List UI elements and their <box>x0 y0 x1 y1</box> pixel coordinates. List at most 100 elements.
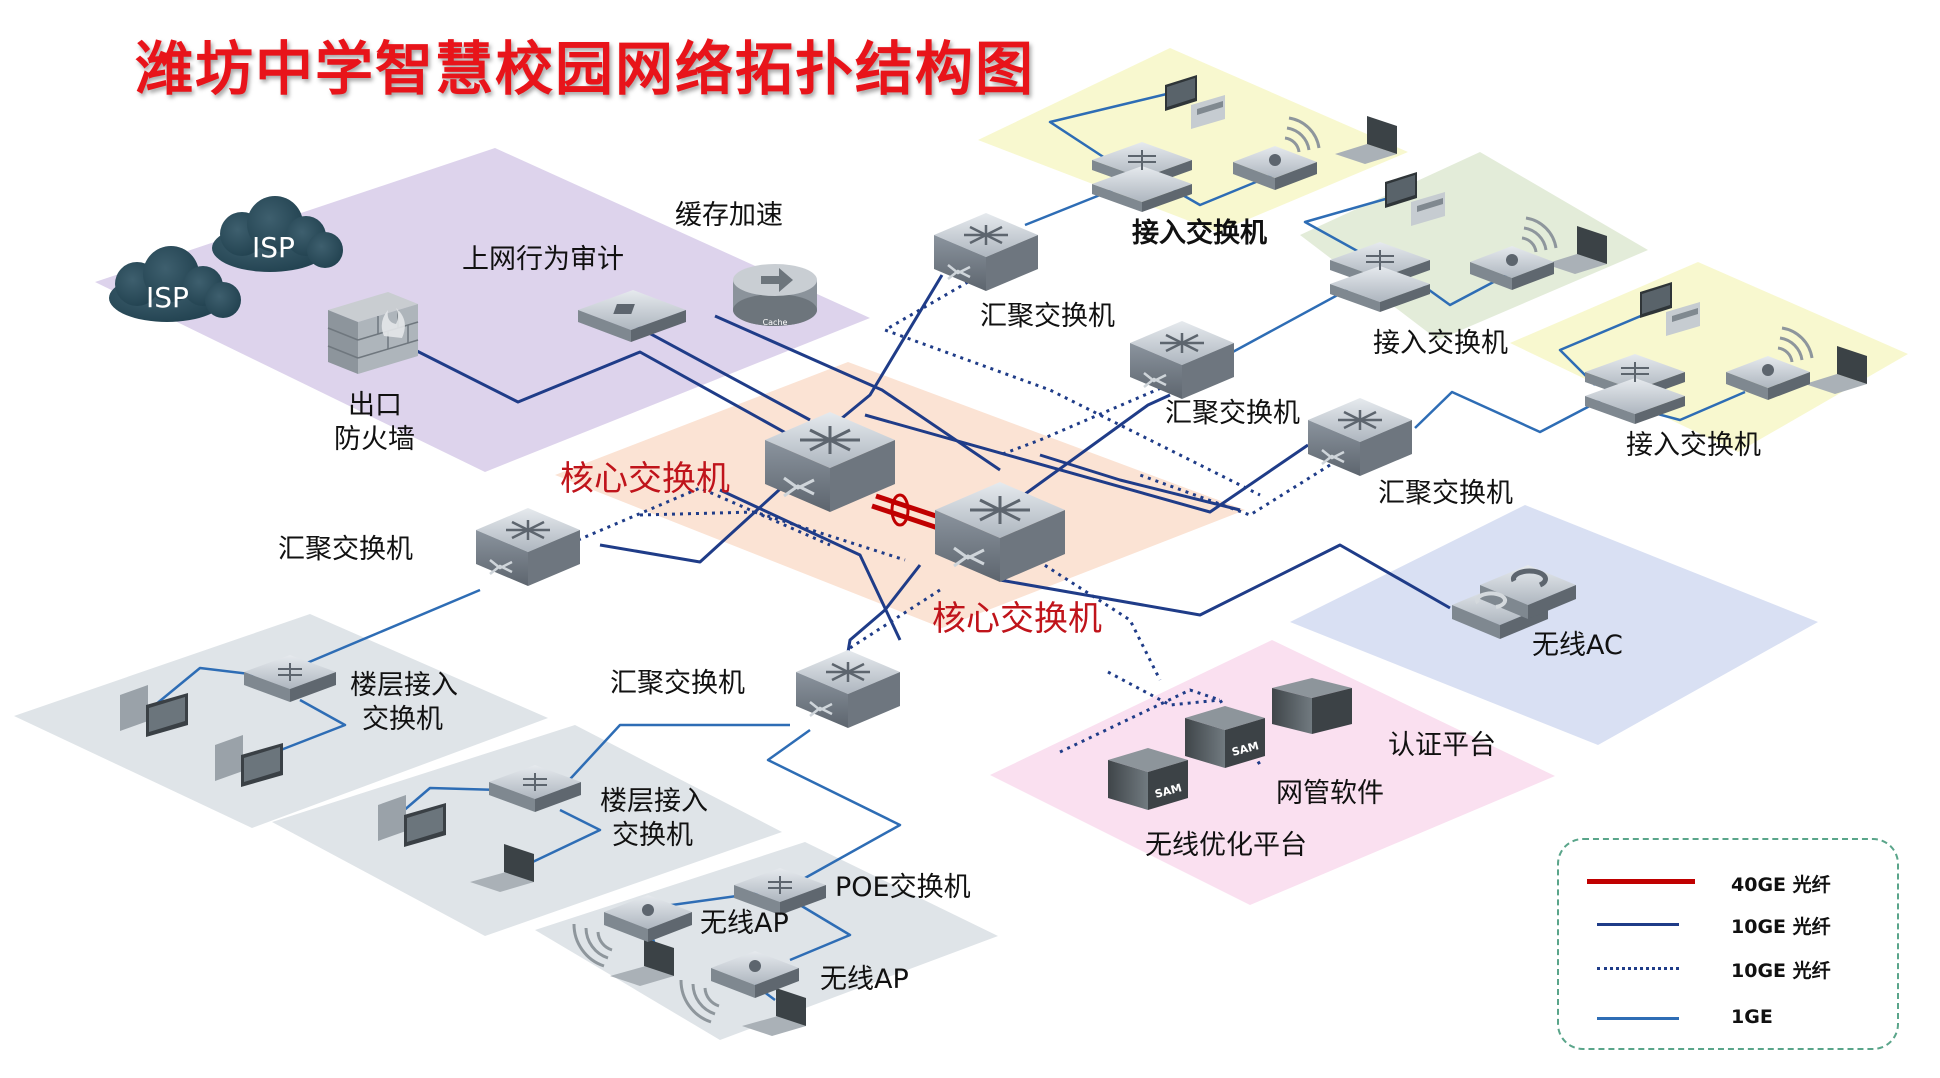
zone-floor-1 <box>14 614 548 828</box>
legend-swatch-1ge <box>1597 1017 1679 1020</box>
wireless-ap-icon <box>1726 326 1814 400</box>
server-icon: SAM <box>1108 748 1188 810</box>
access-switch-icon <box>489 765 581 812</box>
links-10ge-dotted <box>577 280 1331 769</box>
poe-switch-label: POE交换机 <box>835 872 971 903</box>
link-floor1-pc1 <box>154 666 259 706</box>
aggregation-switch-icon <box>476 508 580 586</box>
legend-label: 10GE 光纤 <box>1731 916 1831 938</box>
floor-access-label-line1: 楼层接入 <box>350 670 458 701</box>
link-floor1-pc2 <box>254 698 347 762</box>
link-core1-agg-top <box>829 274 944 430</box>
laptop-icon <box>470 844 534 892</box>
legend-swatch-10ge-solid <box>1597 923 1679 926</box>
wireless-ap-label: 无线AP <box>700 908 789 939</box>
floor-access-label-line1: 楼层接入 <box>600 786 708 817</box>
cache-device-text: Cache <box>763 318 788 327</box>
access-switch-icon <box>244 655 336 702</box>
link-agg-floor1 <box>294 588 481 670</box>
link-access2-pc <box>1303 190 1411 260</box>
core-switch-label: 核心交换机 <box>560 459 730 499</box>
link-agg-floor2 <box>559 723 790 791</box>
zone-floor-2 <box>272 725 782 936</box>
desktop-pc-icon <box>1640 282 1700 336</box>
cloud-icon <box>109 196 343 322</box>
link-agg-poe <box>766 728 902 880</box>
laptop-icon <box>610 938 674 986</box>
access-switch-icon <box>1585 354 1685 424</box>
link-agg-access-3 <box>1414 390 1606 434</box>
access-switch-label: 接入交换机 <box>1373 328 1508 359</box>
audit-label: 上网行为审计 <box>462 244 624 275</box>
link-access1-pc <box>1048 90 1176 162</box>
wireless-ap-icon <box>1233 116 1321 190</box>
audit-device-icon <box>578 290 686 342</box>
laptop-icon <box>1805 346 1867 394</box>
page-title: 潍坊中学智慧校园网络拓扑结构图 <box>135 35 1036 103</box>
legend: 40GE 光纤 10GE 光纤 10GE 光纤 1GE <box>1557 838 1899 1050</box>
isp-label: ISP <box>146 281 189 314</box>
link-core-wac <box>999 543 1451 617</box>
desktop-pc-icon <box>120 685 188 737</box>
link-firewall-core <box>404 343 821 454</box>
aggregation-switch-label: 汇聚交换机 <box>980 301 1115 332</box>
wireless-optimization-label: 无线优化平台 <box>1145 830 1307 861</box>
cache-label: 缓存加速 <box>675 200 783 231</box>
legend-swatch-10ge-dotted <box>1597 967 1679 970</box>
server-icon <box>1272 678 1352 734</box>
floor-access-label-line2: 交换机 <box>612 820 693 851</box>
aggregation-switch-label: 汇聚交换机 <box>610 668 745 699</box>
legend-label: 10GE 光纤 <box>1731 960 1831 982</box>
access-switch-label: 接入交换机 <box>1626 430 1761 461</box>
links-10ge-solid <box>404 274 1451 653</box>
wireless-ap-icon <box>1470 216 1558 290</box>
firewall-label-line1: 出口 <box>348 390 402 421</box>
floor-access-label-line2: 交换机 <box>362 704 443 735</box>
aggregation-switch-icon <box>934 213 1038 291</box>
link-poe-ap2 <box>789 903 852 962</box>
legend-item-10ge-dotted: 10GE 光纤 <box>1559 954 1897 984</box>
legend-swatch-40ge <box>1587 879 1695 884</box>
auth-platform-label: 认证平台 <box>1388 730 1496 761</box>
desktop-pc-icon <box>378 795 446 847</box>
zone-floor-3 <box>535 842 998 1040</box>
link-dot-core-srv <box>1017 546 1162 681</box>
aggregation-switch-icon <box>1130 321 1234 399</box>
access-switch-icon <box>1330 242 1430 312</box>
aggregation-switch-icon <box>796 650 900 728</box>
aggregation-switch-label: 汇聚交换机 <box>1165 398 1300 429</box>
desktop-pc-icon <box>1165 75 1225 129</box>
legend-label: 1GE <box>1731 1006 1773 1028</box>
link-access3-pc <box>1558 308 1656 386</box>
link-core1-agg-right <box>864 413 1309 514</box>
link-core2-agg-mid <box>1009 393 1171 507</box>
link-dot-agg-bottom <box>849 588 941 650</box>
legend-item-10ge-solid: 10GE 光纤 <box>1559 910 1897 940</box>
laptop-icon <box>1335 116 1397 164</box>
aggregation-switch-label: 汇聚交换机 <box>278 534 413 565</box>
wireless-ap-icon <box>679 951 799 1024</box>
wireless-ap-label: 无线AP <box>820 964 909 995</box>
nms-label: 网管软件 <box>1276 778 1384 809</box>
core-switch-icon <box>935 482 1065 582</box>
legend-label: 40GE 光纤 <box>1731 874 1831 896</box>
link-dot-agg-mid <box>999 383 1169 457</box>
link-cross2 <box>1039 453 1241 512</box>
isp-label: ISP <box>252 231 295 264</box>
access-switch-icon <box>1092 142 1192 212</box>
aggregation-switch-label: 汇聚交换机 <box>1378 478 1513 509</box>
zone-servers <box>990 640 1555 905</box>
zone-access-3 <box>1510 262 1908 452</box>
cache-icon: Cache <box>733 264 817 327</box>
wireless-ac-icon <box>1452 565 1576 639</box>
legend-item-1ge: 1GE <box>1559 1004 1897 1034</box>
access-switch-label: 接入交换机 <box>1132 218 1267 249</box>
zone-wireless-ac <box>1290 505 1818 745</box>
desktop-pc-icon <box>1385 172 1445 226</box>
firewall-label-line2: 防火墙 <box>334 424 415 455</box>
link-core2-agg-bottom <box>846 564 922 653</box>
link-floor2-lap <box>519 808 602 870</box>
core-switch-icon <box>765 412 895 512</box>
link-cross1 <box>719 488 902 641</box>
